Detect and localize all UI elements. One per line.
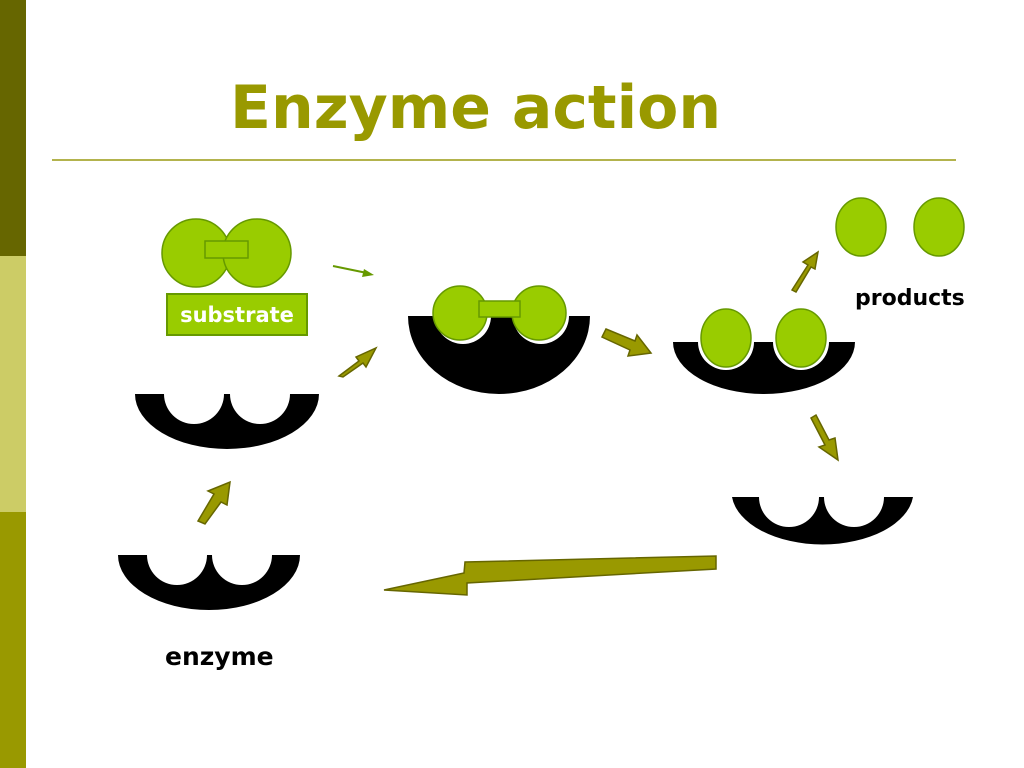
arrow-enzyme-up bbox=[196, 480, 231, 525]
product-right bbox=[913, 197, 965, 257]
slide-title: Enzyme action bbox=[230, 73, 722, 143]
arrow-complex-to-product bbox=[600, 328, 653, 357]
arrow-enzyme-to-complex bbox=[337, 346, 378, 378]
sidebar-stripe-middle bbox=[0, 256, 26, 512]
products-label: products bbox=[855, 286, 965, 311]
substrate-bond bbox=[204, 240, 249, 259]
enzyme-substrate-complex bbox=[408, 285, 590, 394]
arrow-to-released-products bbox=[790, 250, 820, 293]
arrow-enzyme-return bbox=[383, 555, 717, 596]
substrate-molecule bbox=[161, 218, 292, 288]
product-left bbox=[835, 197, 887, 257]
enzyme-free-upper bbox=[135, 394, 319, 449]
enzyme-released bbox=[732, 497, 913, 545]
arrow-product-complex-to-enzyme bbox=[810, 413, 839, 462]
substrate-label-box: substrate bbox=[166, 293, 308, 336]
enzyme-product-complex bbox=[673, 308, 855, 394]
bound-product-right bbox=[775, 308, 827, 368]
enzyme-with-products bbox=[673, 342, 855, 394]
arrow-thin-to-complex bbox=[332, 265, 374, 277]
bound-product-left bbox=[700, 308, 752, 368]
sidebar-stripe-bottom bbox=[0, 512, 26, 768]
substrate-label-background bbox=[166, 293, 308, 336]
substrate-label: substrate bbox=[180, 303, 294, 327]
sidebar-stripe-top bbox=[0, 0, 26, 256]
title-underline bbox=[52, 159, 956, 161]
enzyme-label: enzyme bbox=[165, 642, 274, 671]
enzyme-bound bbox=[408, 316, 590, 394]
enzyme-free-lower bbox=[118, 555, 300, 610]
complex-substrate-bond bbox=[478, 300, 521, 318]
